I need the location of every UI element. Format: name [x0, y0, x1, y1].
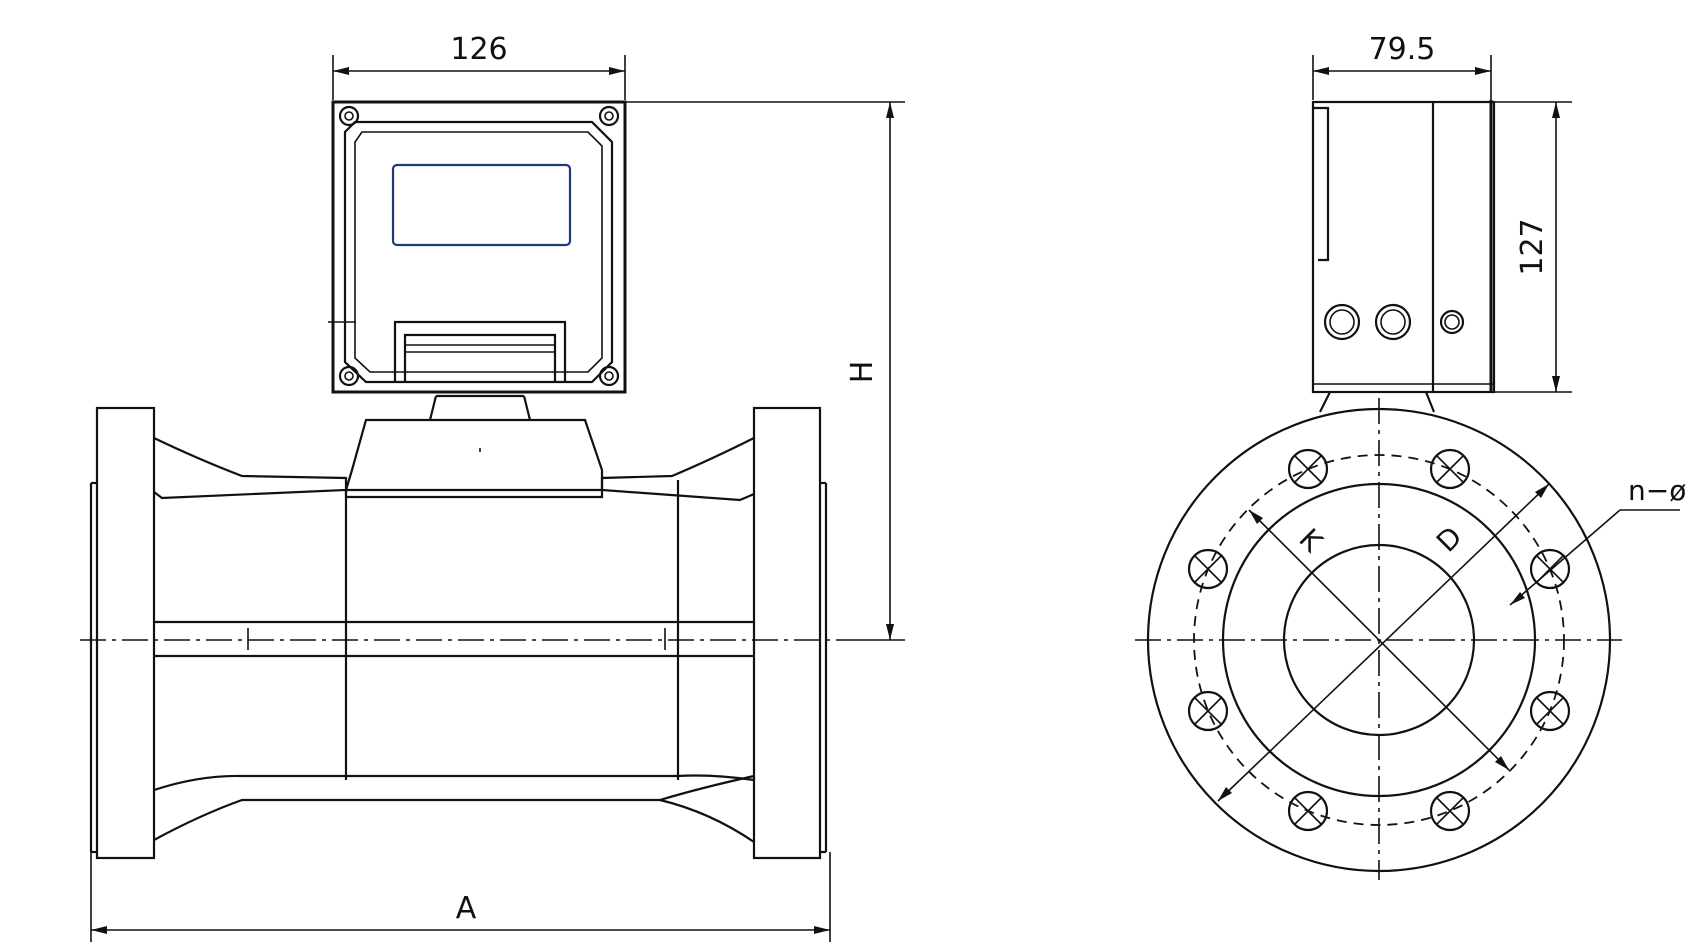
bolt-holes	[1187, 448, 1571, 832]
dim-label-79-5: 79.5	[1369, 32, 1436, 67]
lcd-window	[391, 163, 572, 247]
dim-label-h: H	[845, 361, 880, 384]
side-view: K D n−ø 79.5	[1135, 32, 1686, 880]
dim-label-d: D	[1430, 520, 1469, 559]
front-view: 126 H A	[80, 32, 905, 942]
right-flange	[752, 406, 828, 860]
dim-length-a: A	[90, 852, 831, 942]
bolt-hole	[1187, 548, 1229, 590]
dim-height-side: 127	[1494, 101, 1572, 393]
bolt-hole	[1287, 790, 1329, 832]
dim-width-side: 79.5	[1312, 32, 1492, 100]
bolt-hole	[1429, 448, 1471, 490]
flange-face: K D n−ø	[1135, 398, 1686, 880]
cable-gland-2	[1374, 303, 1412, 341]
cable-gland-3	[1439, 309, 1465, 335]
dim-label-k: K	[1293, 522, 1330, 559]
dim-label-a: A	[456, 891, 477, 926]
cable-gland-1	[1323, 303, 1361, 341]
converter-side	[1311, 100, 1496, 413]
label-n-phi: n−ø	[1628, 474, 1686, 507]
bolt-hole	[1529, 690, 1571, 732]
dim-label-126: 126	[450, 32, 507, 67]
bolt-hole	[1429, 790, 1471, 832]
dim-label-127: 127	[1515, 218, 1550, 275]
neck-pedestal	[344, 394, 604, 499]
left-flange	[89, 406, 156, 860]
converter-head	[328, 100, 627, 394]
leader-bolt-holes: n−ø	[1509, 474, 1686, 606]
dim-width-top: 126	[332, 32, 626, 100]
dim-height-h: H	[625, 101, 905, 641]
bolt-hole	[1187, 690, 1229, 732]
meter-body	[153, 437, 755, 843]
bolt-hole	[1287, 448, 1329, 490]
